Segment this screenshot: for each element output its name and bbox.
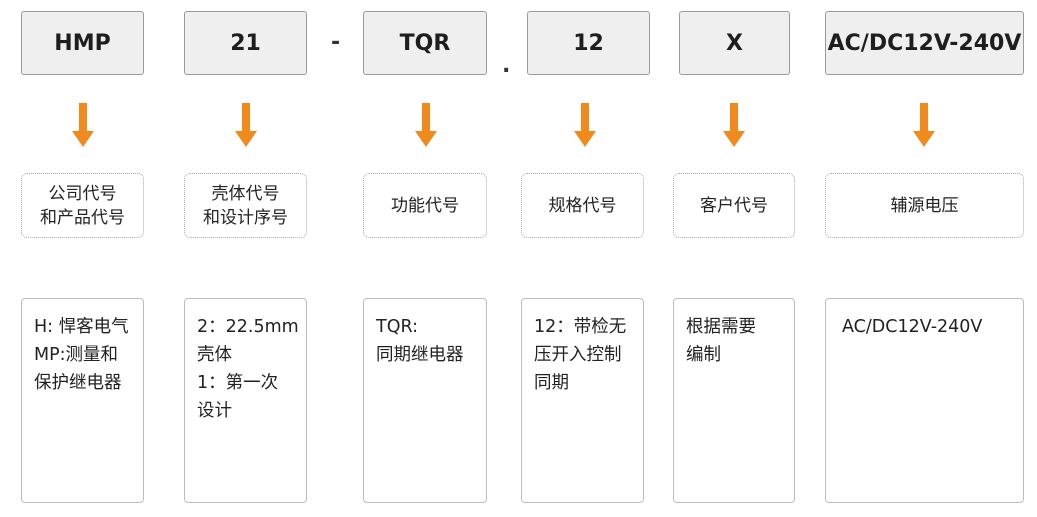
- down-arrow-icon: [723, 103, 745, 147]
- label-line: 规格代号: [548, 195, 617, 216]
- desc-line: 设计: [197, 401, 232, 421]
- desc-line: 1：第一次: [197, 373, 279, 393]
- label-box-housing: 壳体代号和设计序号: [184, 173, 307, 238]
- label-box-function: 功能代号: [363, 173, 487, 238]
- desc-box-housing: 2：22.5mm 壳体 1：第一次 设计: [184, 298, 307, 503]
- code-box-function: TQR: [363, 11, 487, 75]
- desc-line: 根据需要: [686, 317, 756, 337]
- code-text: HMP: [54, 30, 111, 56]
- down-arrow-icon: [415, 103, 437, 147]
- desc-box-company: H: 悍客电气 MP:测量和 保护继电器: [21, 298, 144, 503]
- desc-line: TQR:: [376, 317, 418, 337]
- label-line: 公司代号: [48, 183, 117, 204]
- desc-line: 2：22.5mm: [197, 317, 299, 337]
- label-line: 和设计序号: [203, 207, 288, 228]
- separator-dash: -: [331, 30, 341, 55]
- desc-box-function: TQR: 同期继电器: [363, 298, 487, 503]
- desc-line: 壳体: [197, 345, 232, 365]
- label-line: 客户代号: [700, 195, 768, 216]
- label-box-spec: 规格代号: [521, 173, 644, 238]
- code-box-voltage: AC/DC12V-240V: [825, 11, 1024, 75]
- down-arrow-icon: [235, 103, 257, 147]
- desc-line: H: 悍客电气: [34, 317, 129, 337]
- code-text: X: [726, 30, 743, 56]
- code-box-spec: 12: [527, 11, 650, 75]
- down-arrow-icon: [574, 103, 596, 147]
- desc-box-voltage: AC/DC12V-240V: [825, 298, 1024, 503]
- desc-line: 12：带检无: [534, 317, 627, 337]
- label-box-customer: 客户代号: [673, 173, 795, 238]
- label-line: 辅源电压: [890, 195, 959, 216]
- desc-line: 保护继电器: [34, 373, 122, 393]
- desc-line: AC/DC12V-240V: [842, 317, 983, 337]
- code-text: TQR: [399, 30, 451, 56]
- desc-line: 压开入控制: [534, 345, 622, 365]
- code-box-housing: 21: [184, 11, 307, 75]
- label-line: 壳体代号: [211, 183, 280, 204]
- desc-line: 同期继电器: [376, 345, 464, 365]
- desc-line: MP:测量和: [34, 345, 119, 365]
- label-box-company: 公司代号和产品代号: [21, 173, 144, 238]
- desc-box-spec: 12：带检无 压开入控制 同期: [521, 298, 644, 503]
- label-box-voltage: 辅源电压: [825, 173, 1024, 238]
- code-box-company: HMP: [21, 11, 144, 75]
- code-text: 21: [230, 30, 261, 56]
- desc-box-customer: 根据需要 编制: [673, 298, 795, 503]
- code-text: 12: [573, 30, 604, 56]
- code-box-customer: X: [679, 11, 790, 75]
- code-text: AC/DC12V-240V: [827, 30, 1022, 56]
- down-arrow-icon: [72, 103, 94, 147]
- separator-dot: .: [502, 53, 511, 78]
- down-arrow-icon: [913, 103, 935, 147]
- label-line: 和产品代号: [40, 207, 125, 228]
- label-line: 功能代号: [391, 195, 459, 216]
- desc-line: 编制: [686, 345, 721, 365]
- desc-line: 同期: [534, 373, 569, 393]
